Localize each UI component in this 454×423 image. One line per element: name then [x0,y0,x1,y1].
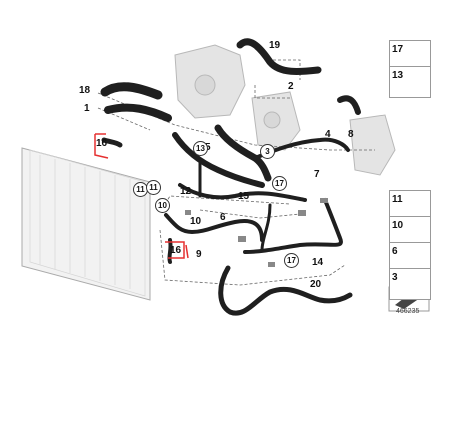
highlighted-callout-16-bottom: 16 [170,245,182,256]
callout-2: 2 [288,81,294,92]
callout-10: 10 [190,216,202,227]
circled-callout-11-a: 11 [133,182,148,197]
circled-callout-10: 10 [155,198,170,213]
diagram-reference-number: 466235 [396,308,420,315]
coolant-hoses [100,38,361,316]
callout-8: 8 [348,129,354,140]
callout-15: 15 [238,191,250,202]
radiator [21,147,151,301]
callout-14: 14 [312,257,324,268]
callout-18: 18 [79,85,91,96]
callout-20: 20 [310,279,322,290]
callout-4: 4 [325,129,331,140]
circled-callout-3: 3 [260,144,275,159]
circled-callout-13: 13 [193,141,208,156]
side-panel-item-3: 3 [389,268,431,300]
callout-19: 19 [269,40,281,51]
highlight-marks [94,133,189,259]
circled-callout-17: 17 [272,176,287,191]
callout-1: 1 [84,103,90,114]
callout-6: 6 [220,212,226,223]
engine-components [174,44,396,176]
circled-callout-17-b: 17 [284,253,299,268]
highlighted-callout-16-top: 16 [96,138,108,149]
callout-12: 12 [180,186,192,197]
circled-callout-11-b: 11 [146,180,161,195]
side-panel-item-13: 13 [389,66,431,98]
callout-9: 9 [196,249,202,260]
small-connector-icons [185,198,328,267]
callout-7: 7 [314,169,320,180]
